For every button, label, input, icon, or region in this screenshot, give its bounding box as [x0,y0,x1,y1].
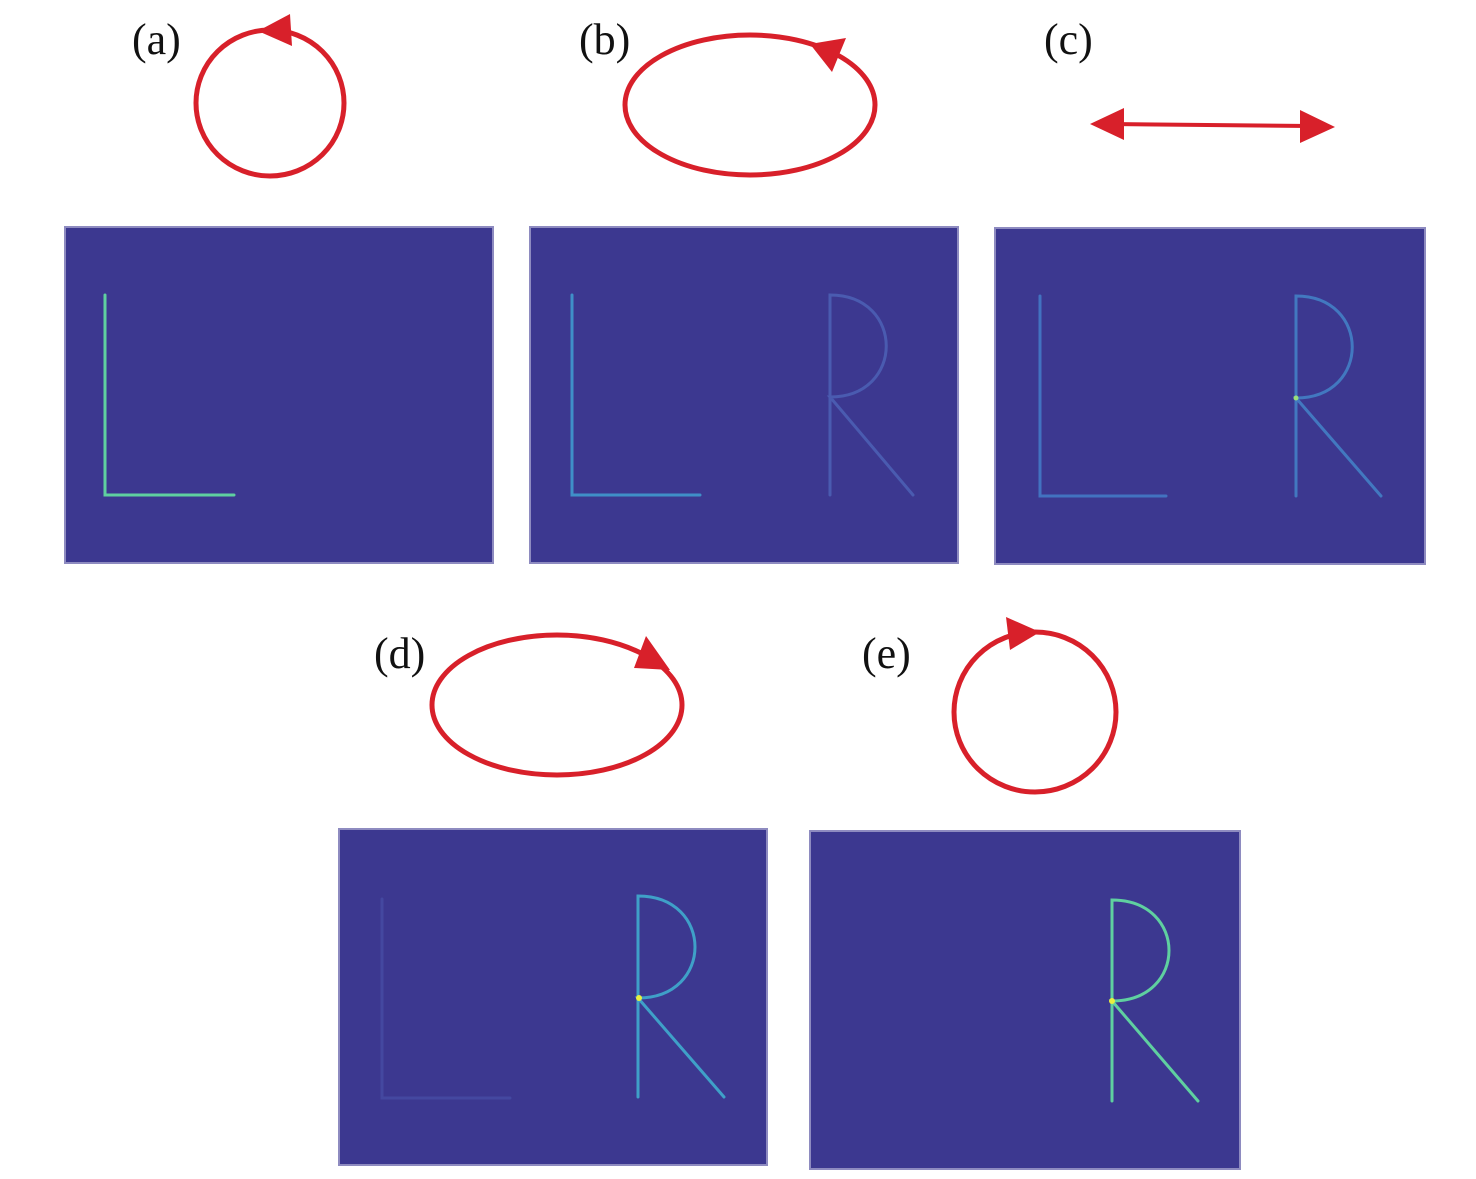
panel-a-image [64,226,494,564]
panel-e-label: (e) [862,629,911,678]
panel-e-letter-R [1108,898,1200,1103]
panel-c-label: (c) [1044,15,1093,64]
panel-c-letter-L [1038,294,1168,498]
panel-a-label: (a) [132,15,181,64]
panel-d-letter-L [380,897,512,1100]
panel-d-polarization-ellipse [429,632,685,778]
panel-e-image [809,830,1241,1170]
panel-c-image [994,227,1426,565]
arrow-right-icon [1300,110,1335,143]
panel-b-letter-R [826,293,915,497]
rotation-arrow-icon [634,636,670,670]
panel-b-polarization-ellipse [622,32,878,178]
rotation-arrow-icon [810,38,846,72]
panel-e-polarization-circle [951,617,1119,795]
panel-b-letter-L [570,293,702,497]
panel-c-polarization-linear [1090,108,1335,143]
rotation-arrow-icon [1006,617,1040,650]
panel-d-letter-R [634,894,726,1099]
panel-a-polarization-circle [193,14,347,179]
rotation-arrow-icon [258,14,292,46]
panel-b-image [529,226,959,564]
panel-d-label: (d) [374,629,425,678]
panel-c-letter-R [1292,294,1383,498]
panel-d-image [338,828,768,1166]
panel-b-label: (b) [579,15,630,64]
panel-a-letter-L [103,293,236,497]
arrow-left-icon [1090,108,1124,140]
